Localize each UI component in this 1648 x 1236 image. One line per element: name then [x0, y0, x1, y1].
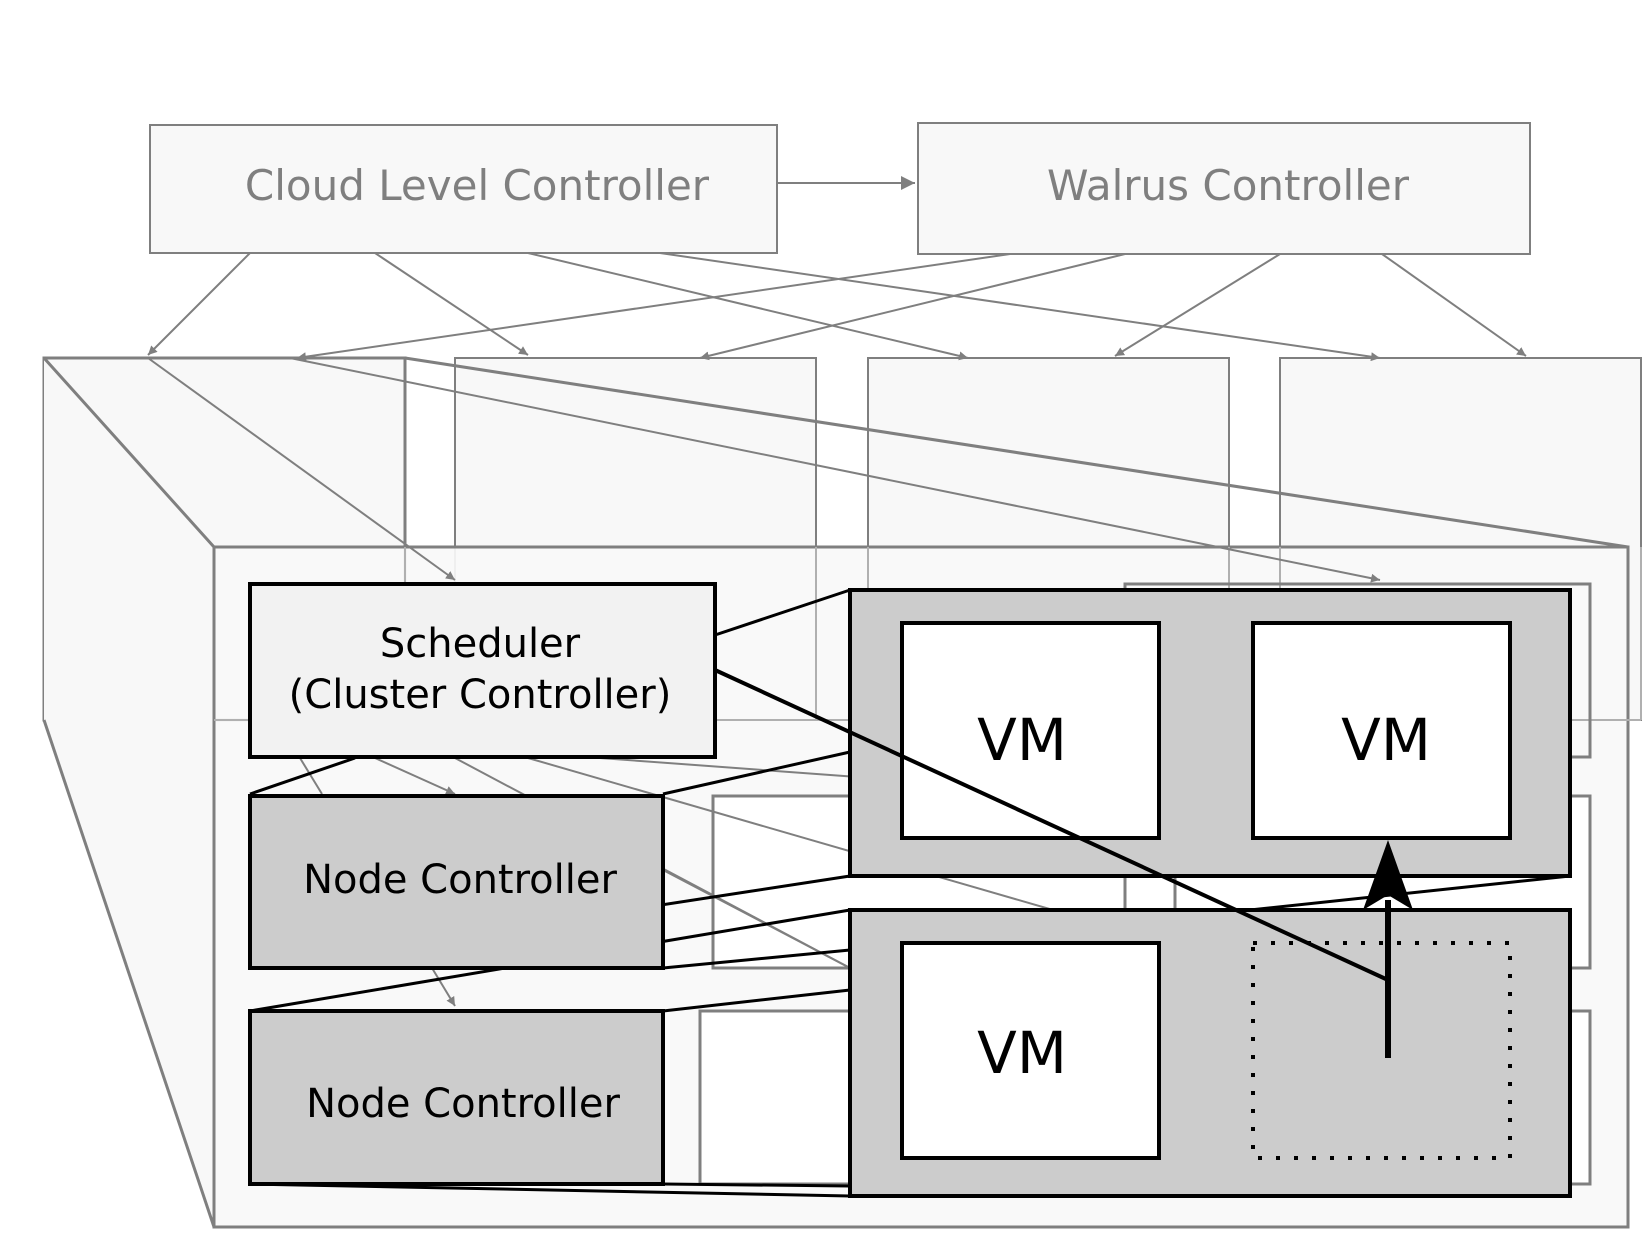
walrus-controller-box	[917, 122, 1531, 255]
node-controller-label-2: Node Controller	[306, 1081, 620, 1127]
vm-box-top-left	[900, 621, 1161, 840]
zoom-projection-line	[404, 356, 1629, 549]
vm-box-top-right	[1251, 621, 1512, 840]
scheduler-to-vm-line	[714, 668, 1389, 982]
cloud-connection-arrows	[147, 252, 1527, 583]
cluster-zoom-panel	[44, 358, 214, 1227]
node-controller-box-1	[248, 794, 665, 970]
zoom-projection-line	[42, 719, 216, 1228]
node-controller-label-1: Node Controller	[303, 857, 617, 903]
scheduler-label-line2: (Cluster Controller)	[289, 672, 672, 718]
cloud-level-controller-box	[149, 124, 778, 254]
vm-migration-arrow-head	[1363, 840, 1413, 910]
node-controller-box-2	[248, 1009, 665, 1186]
vm-label-bottom-left: VM	[977, 1019, 1067, 1087]
vm-label-top-right: VM	[1341, 706, 1431, 774]
vm-box-bottom-left	[900, 941, 1161, 1160]
walrus-controller-label: Walrus Controller	[1047, 161, 1410, 210]
cloud-level-controller-label: Cloud Level Controller	[245, 161, 710, 210]
vm-label-top-left: VM	[977, 706, 1067, 774]
scheduler-label-line1: Scheduler	[380, 621, 581, 667]
scheduler-box	[248, 582, 717, 759]
vm-slot-empty	[1251, 941, 1512, 1160]
zoom-projection-line	[42, 356, 216, 549]
